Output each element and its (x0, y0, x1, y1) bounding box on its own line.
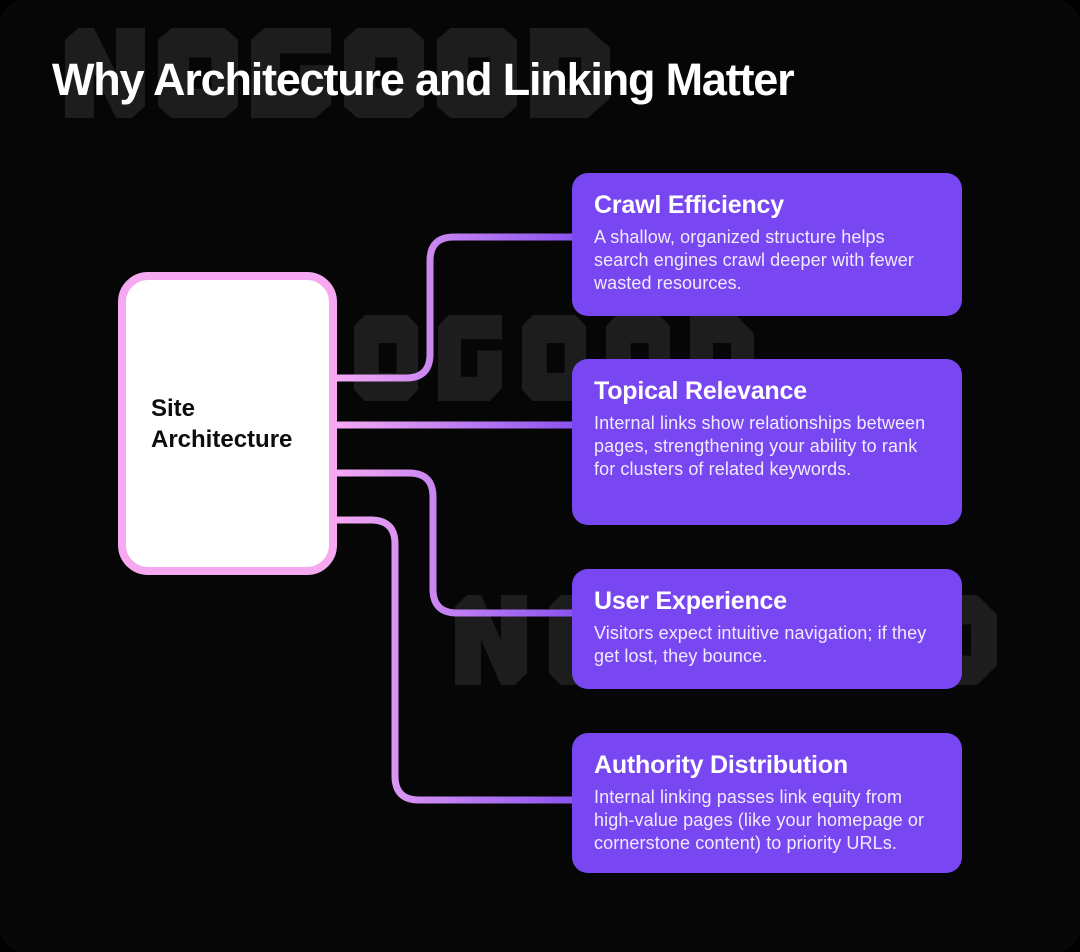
watermark-letter (344, 28, 424, 118)
connector-user-experience (337, 469, 572, 617)
branch-title: Authority Distribution (594, 751, 848, 779)
nogood-watermark (65, 28, 610, 118)
watermark-letter (530, 28, 610, 118)
site-architecture-node: Site Architecture (118, 272, 337, 575)
branch-card-topical-relevance: Topical Relevance Internal links show re… (572, 359, 962, 525)
branch-title: User Experience (594, 587, 787, 615)
watermark-letter (438, 315, 502, 401)
branch-description: Visitors expect intuitive navigation; if… (594, 623, 927, 666)
branch-card-crawl-efficiency: Crawl Efficiency A shallow, organized st… (572, 173, 962, 316)
page-title: Why Architecture and Linking Matter (52, 54, 795, 105)
watermark-letter (455, 595, 527, 685)
connector-crawl-efficiency (337, 233, 572, 382)
watermark-letter (437, 28, 517, 118)
branch-title: Topical Relevance (594, 377, 807, 405)
branch-card-authority-distribution: Authority Distribution Internal linking … (572, 733, 962, 873)
branch-description: Internal links show relationships betwee… (594, 413, 926, 479)
watermark-letter (251, 28, 331, 118)
site-architecture-label: Site Architecture (151, 394, 293, 453)
branch-description: A shallow, organized structure helps sea… (594, 227, 914, 293)
branch-card-user-experience: User Experience Visitors expect intuitiv… (572, 569, 962, 689)
watermark-letter (158, 28, 238, 118)
connector-authority-distribution (337, 516, 572, 804)
branch-description: Internal linking passes link equity from… (594, 787, 925, 853)
branch-title: Crawl Efficiency (594, 191, 784, 219)
watermark-letter (522, 315, 586, 401)
watermark-letter (65, 28, 145, 118)
